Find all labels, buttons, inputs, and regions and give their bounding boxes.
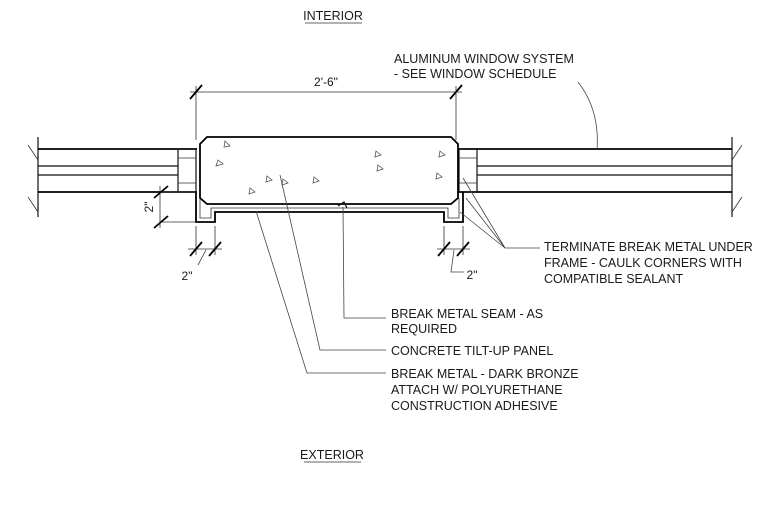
window-system-line-1: ALUMINUM WINDOW SYSTEM (394, 52, 574, 66)
left-window-frame (27, 137, 197, 217)
opening-dimension (189, 84, 463, 140)
window-system-line-2: - SEE WINDOW SCHEDULE (394, 67, 557, 81)
panel-leader (279, 174, 386, 351)
break-metal-line-3: CONSTRUCTION ADHESIVE (391, 399, 558, 413)
terminate-line-2: FRAME - CAULK CORNERS WITH (544, 256, 742, 270)
break-metal-seam (337, 201, 348, 209)
break-metal-line-2: ATTACH W/ POLYURETHANE (391, 383, 563, 397)
break-metal-inner (199, 198, 460, 219)
break-metal-line-1: BREAK METAL - DARK BRONZE (391, 367, 579, 381)
terminate-leader-a (462, 177, 540, 249)
right-window-frame (458, 137, 743, 217)
seam-leader (342, 206, 386, 319)
break-metal-leader (255, 210, 386, 374)
right-bottom-dimension-text: 2" (467, 268, 478, 282)
seam-callout: BREAK METAL SEAM - AS REQUIRED (391, 307, 543, 336)
left-vertical-dimension (153, 185, 196, 229)
panel-line-1: CONCRETE TILT-UP PANEL (391, 344, 553, 358)
break-metal (195, 192, 464, 223)
terminate-callout: TERMINATE BREAK METAL UNDER FRAME - CAUL… (544, 240, 753, 286)
right-bottom-dimension (437, 226, 470, 273)
window-system-callout: ALUMINUM WINDOW SYSTEM - SEE WINDOW SCHE… (394, 52, 574, 81)
left-bottom-dimension (188, 226, 222, 266)
terminate-leader-c (459, 211, 506, 249)
interior-label: INTERIOR (303, 9, 363, 23)
break-metal-callout: BREAK METAL - DARK BRONZE ATTACH W/ POLY… (391, 367, 579, 413)
concrete-panel (199, 136, 459, 205)
left-vertical-dimension-text: 2" (142, 202, 156, 213)
panel-callout: CONCRETE TILT-UP PANEL (391, 344, 553, 358)
left-bottom-dimension-text: 2" (182, 269, 193, 283)
terminate-line-1: TERMINATE BREAK METAL UNDER (544, 240, 753, 254)
seam-line-2: REQUIRED (391, 322, 457, 336)
opening-dimension-text: 2'-6" (314, 75, 338, 89)
terminate-leader-b (465, 197, 506, 249)
window-system-leader (577, 81, 598, 151)
terminate-line-3: COMPATIBLE SEALANT (544, 272, 684, 286)
exterior-label: EXTERIOR (300, 448, 364, 462)
seam-line-1: BREAK METAL SEAM - AS (391, 307, 543, 321)
concrete-aggregate-marks (215, 140, 446, 195)
